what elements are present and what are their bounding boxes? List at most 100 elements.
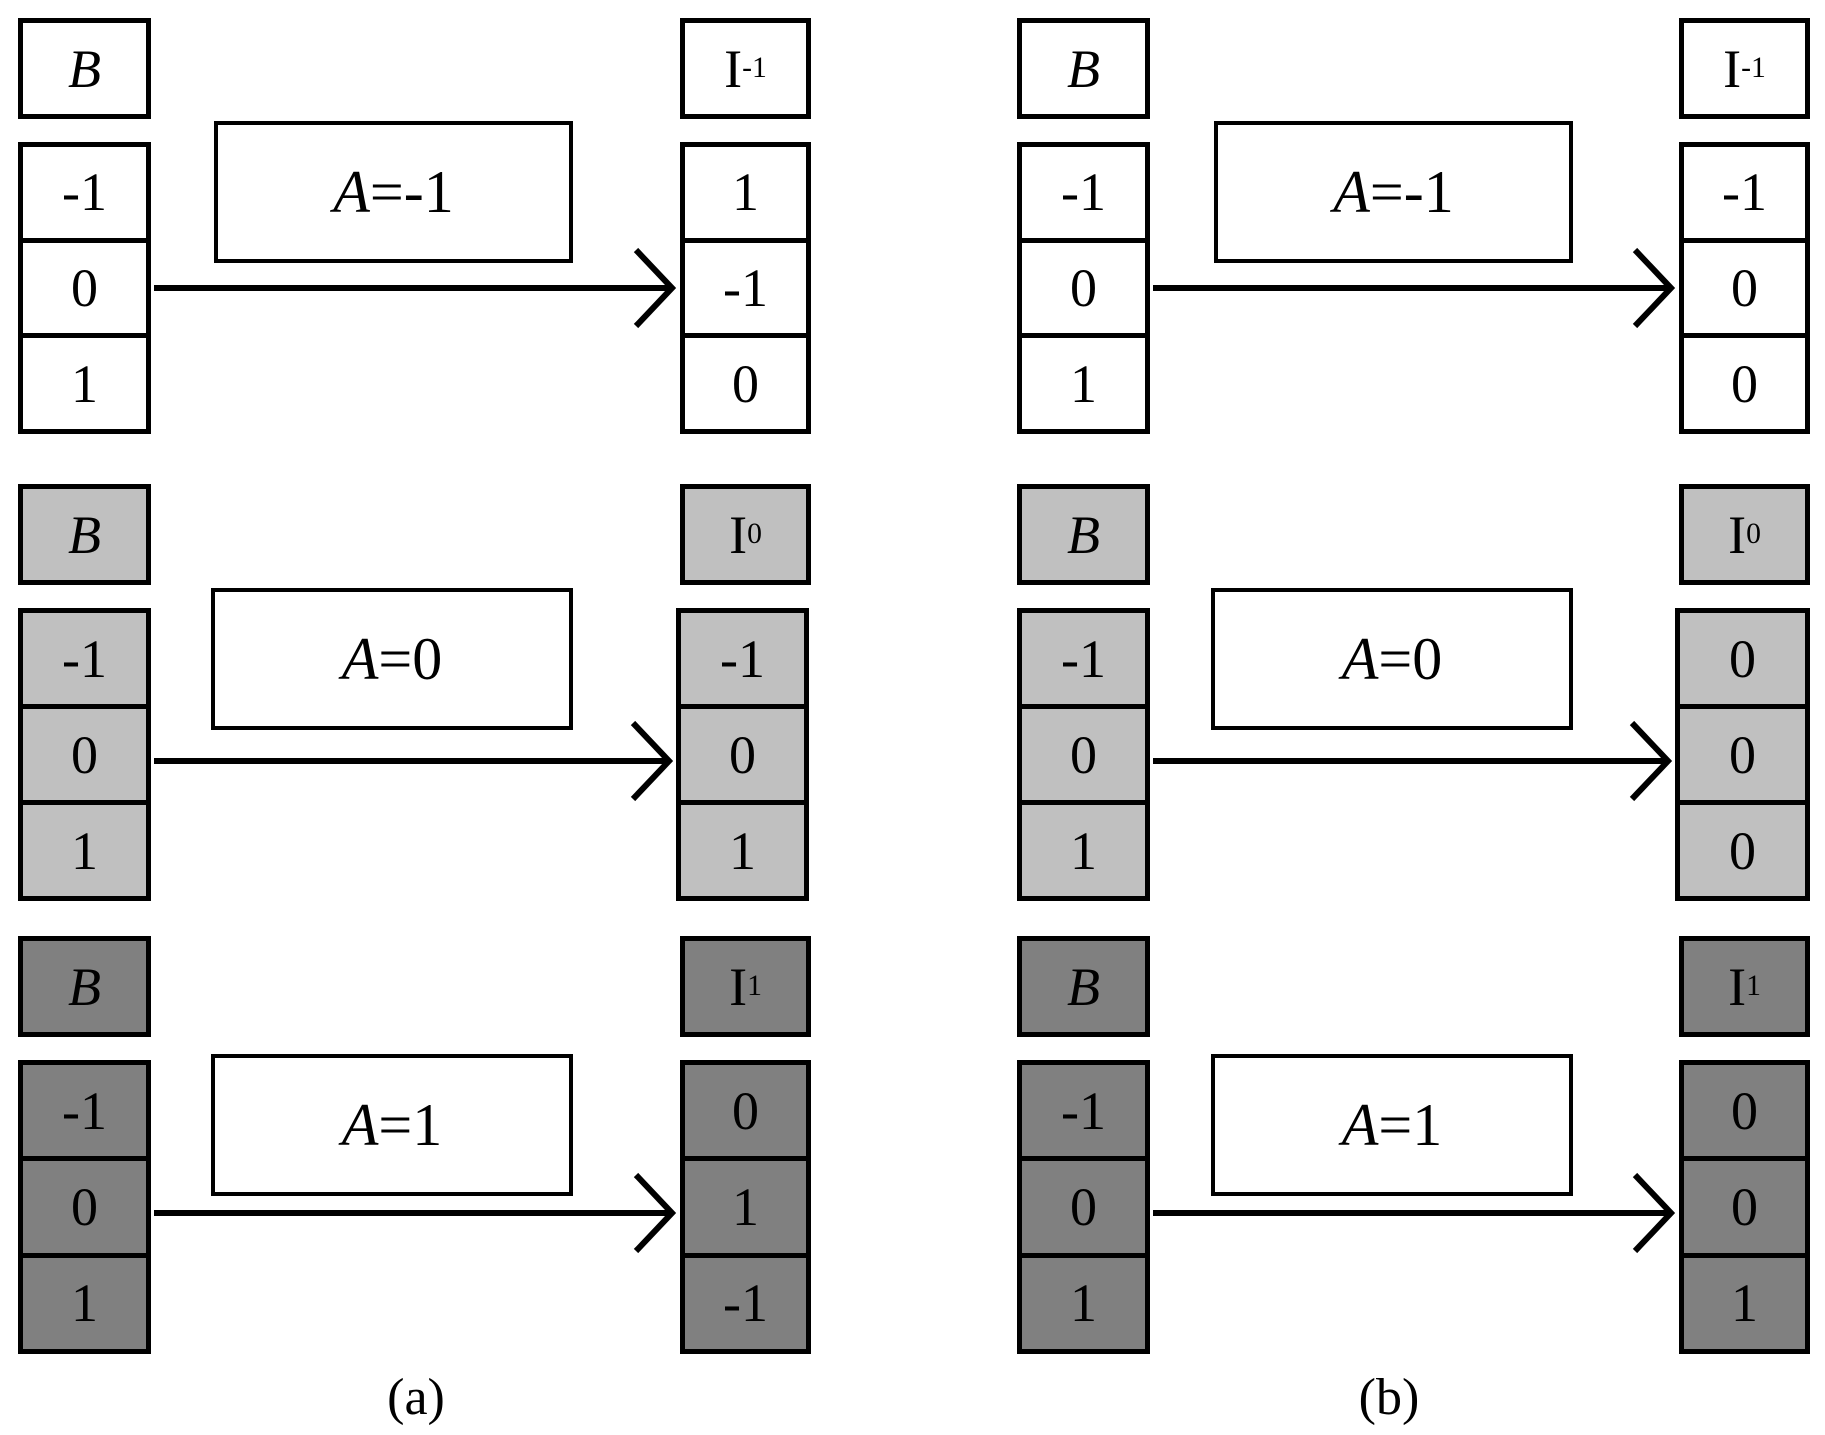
operation-variable: A — [1341, 1091, 1379, 1158]
output-header-subscript: 0 — [747, 517, 762, 550]
operation-value: =-1 — [369, 158, 454, 225]
operation-value: =0 — [378, 625, 443, 692]
output-cell: 0 — [1684, 1065, 1805, 1162]
input-cell: 0 — [1022, 709, 1145, 805]
output-cell: 0 — [685, 1065, 806, 1162]
output-cell: -1 — [723, 1273, 768, 1334]
output-header-base: I — [729, 956, 748, 1017]
input-value-stack: -1 0 1 — [1017, 608, 1150, 901]
input-value-stack: -1 0 1 — [1017, 142, 1150, 434]
output-header-base: I — [724, 38, 743, 99]
input-cell: 0 — [23, 243, 146, 339]
input-value-stack: -1 0 1 — [18, 142, 151, 434]
input-cell: -1 — [1022, 613, 1145, 709]
output-cell: 1 — [685, 1161, 806, 1258]
output-cell: 0 — [1684, 243, 1805, 339]
output-cell: -1 — [685, 243, 806, 339]
output-header-box: I-1 — [680, 18, 811, 119]
operation-label-box: A=1 — [211, 1054, 573, 1196]
output-header-base: I — [1728, 504, 1747, 565]
operation-label-box: A=0 — [211, 588, 573, 730]
input-header-label: B — [68, 504, 101, 565]
output-cell: 0 — [1684, 1161, 1805, 1258]
input-cell: -1 — [23, 1065, 146, 1162]
operation-value: =-1 — [1369, 158, 1454, 225]
output-cell: 1 — [1731, 1273, 1758, 1334]
input-cell: 0 — [23, 1161, 146, 1258]
output-cell: 0 — [1729, 820, 1756, 881]
input-header-label: B — [1067, 504, 1100, 565]
input-value-stack: -1 0 1 — [1017, 1060, 1150, 1354]
output-header-base: I — [729, 504, 748, 565]
input-cell: 1 — [1070, 820, 1097, 881]
output-value-stack: 1 -1 0 — [680, 142, 811, 434]
input-header-box: B — [18, 484, 151, 585]
input-value-stack: -1 0 1 — [18, 608, 151, 901]
input-cell: 1 — [71, 353, 98, 414]
input-cell: -1 — [1022, 147, 1145, 243]
operation-value: =1 — [378, 1091, 443, 1158]
output-cell: 0 — [681, 709, 804, 805]
output-cell: 1 — [685, 147, 806, 243]
operation-label-box: A=-1 — [1214, 121, 1573, 263]
operation-variable: A — [341, 625, 379, 692]
output-value-stack: 0 0 0 — [1675, 608, 1810, 901]
operation-value: =1 — [1378, 1091, 1443, 1158]
output-value-stack: 0 0 1 — [1679, 1060, 1810, 1354]
output-cell: 1 — [729, 820, 756, 881]
input-cell: -1 — [23, 613, 146, 709]
input-cell: 1 — [1070, 1273, 1097, 1334]
input-cell: -1 — [23, 147, 146, 243]
output-cell: 0 — [1680, 709, 1805, 805]
output-header-subscript: 1 — [1746, 969, 1761, 1002]
operation-variable: A — [1341, 625, 1379, 692]
output-header-base: I — [1728, 956, 1747, 1017]
input-header-box: B — [18, 18, 151, 119]
output-header-subscript: -1 — [742, 51, 767, 84]
input-cell: -1 — [1022, 1065, 1145, 1162]
output-header-subscript: 1 — [747, 969, 762, 1002]
input-cell: 1 — [71, 1273, 98, 1334]
output-value-stack: -1 0 0 — [1679, 142, 1810, 434]
output-header-subscript: 0 — [1746, 517, 1761, 550]
operation-label-box: A=0 — [1211, 588, 1573, 730]
input-header-box: B — [1017, 936, 1150, 1037]
output-value-stack: 0 1 -1 — [680, 1060, 811, 1354]
output-cell: 0 — [732, 353, 759, 414]
input-cell: 0 — [23, 709, 146, 805]
input-header-label: B — [68, 38, 101, 99]
operation-value: =0 — [1378, 625, 1443, 692]
input-cell: 0 — [1022, 243, 1145, 339]
output-cell: 0 — [1680, 613, 1805, 709]
output-cell: -1 — [1684, 147, 1805, 243]
input-cell: 1 — [1070, 353, 1097, 414]
operation-variable: A — [341, 1091, 379, 1158]
input-cell: 1 — [71, 820, 98, 881]
operation-label-box: A=1 — [1211, 1054, 1573, 1196]
input-header-label: B — [1067, 38, 1100, 99]
input-cell: 0 — [1022, 1161, 1145, 1258]
panel-caption: (a) — [387, 1369, 445, 1426]
output-cell: 0 — [1731, 353, 1758, 414]
operation-variable: A — [333, 158, 370, 225]
operation-label-box: A=-1 — [214, 121, 573, 263]
input-value-stack: -1 0 1 — [18, 1060, 151, 1354]
input-header-label: B — [1067, 956, 1100, 1017]
input-header-box: B — [18, 936, 151, 1037]
panel-caption: (b) — [1358, 1369, 1420, 1426]
output-header-subscript: -1 — [1741, 51, 1766, 84]
input-header-label: B — [68, 956, 101, 1017]
output-value-stack: -1 0 1 — [676, 608, 809, 901]
output-header-box: I-1 — [1679, 18, 1810, 119]
output-cell: -1 — [681, 613, 804, 709]
